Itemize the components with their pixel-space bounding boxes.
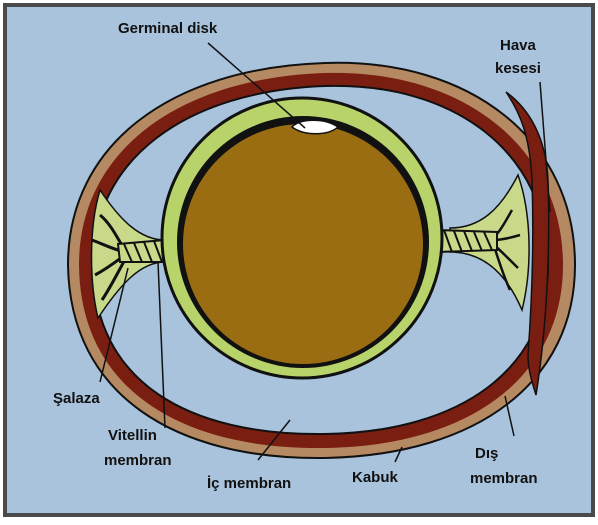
label-air-sac-line2: kesesi xyxy=(495,60,541,77)
label-shell: Kabuk xyxy=(352,469,399,486)
label-chalaza: Şalaza xyxy=(53,390,100,407)
label-outer-membrane-line1: Dış xyxy=(475,445,498,462)
label-germinal-disk: Germinal disk xyxy=(118,20,218,37)
label-inner-membrane: İç membran xyxy=(207,475,291,492)
label-vitelline-line2: membran xyxy=(104,452,172,469)
label-vitelline-line1: Vitellin xyxy=(108,427,157,444)
label-air-sac-line1: Hava xyxy=(500,37,537,54)
yolk xyxy=(183,124,423,364)
label-outer-membrane-line2: membran xyxy=(470,470,538,487)
